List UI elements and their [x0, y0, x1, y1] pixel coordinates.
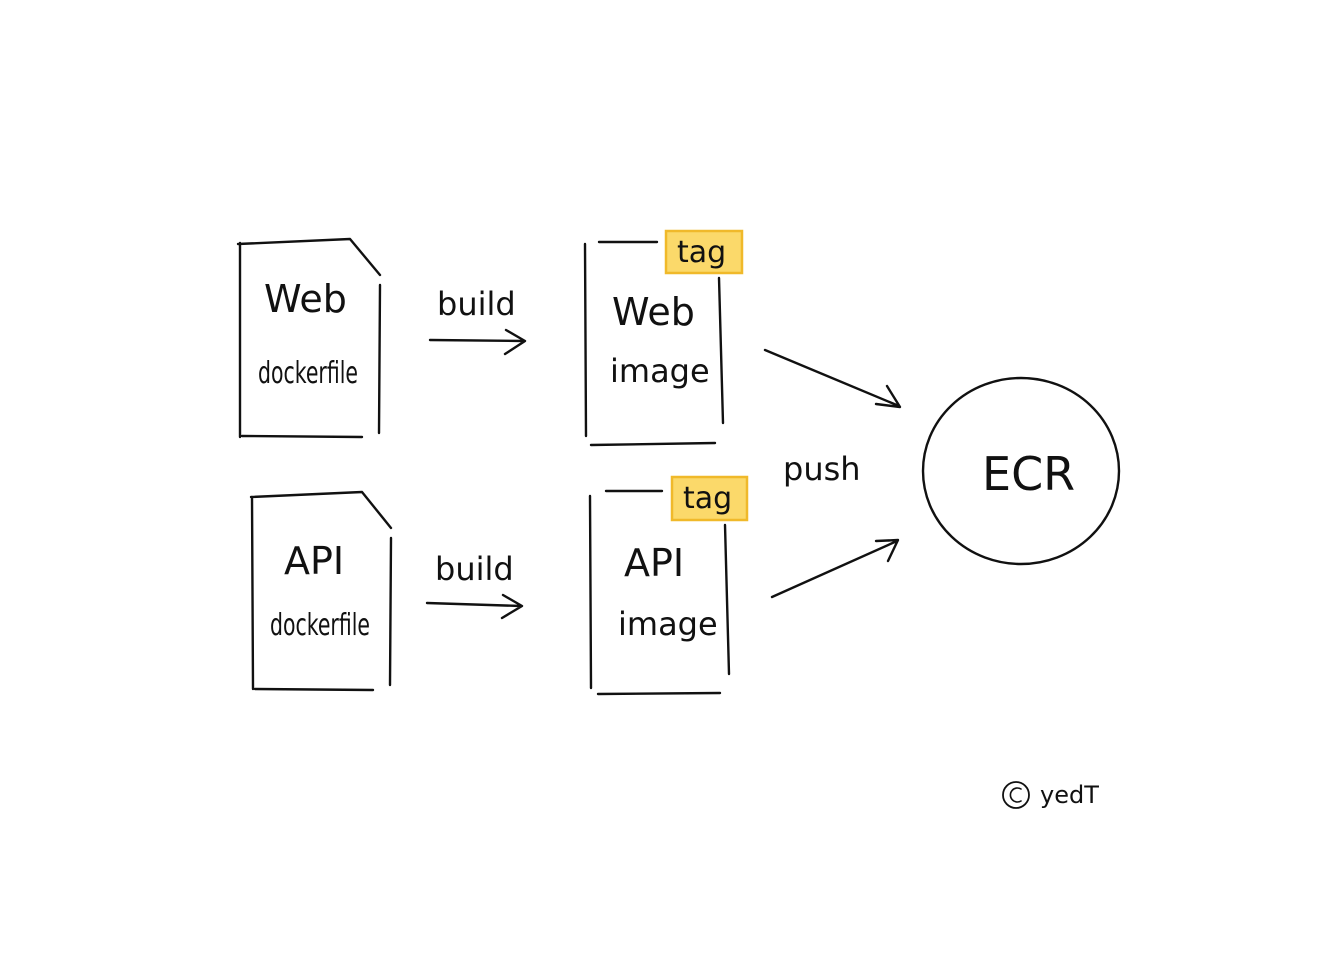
build-web-arrow [428, 328, 527, 356]
build-web-edge: build [428, 285, 527, 356]
api-dockerfile-node: API dockerfile [249, 490, 393, 692]
build-api-label: build [435, 550, 514, 588]
web-image-box [583, 240, 725, 447]
api-image-box [588, 489, 731, 696]
build-api-arrow [425, 593, 524, 620]
copyright-text: yedT [1040, 781, 1099, 809]
web-image-tag-label: tag [677, 235, 726, 270]
api-image-tag-badge [670, 475, 749, 522]
api-image-subtitle: image [618, 605, 718, 643]
build-api-edge: build [425, 550, 524, 620]
api-dockerfile-title: API [284, 539, 344, 583]
push-web-arrow [763, 348, 902, 409]
api-image-tag-label: tag [683, 481, 732, 516]
copyright-mark: yedT [1002, 781, 1099, 809]
api-dockerfile-document-icon [249, 490, 393, 692]
push-label: push [783, 450, 861, 488]
push-edge: push [763, 348, 902, 599]
ecr-node: ECR [921, 376, 1121, 566]
web-dockerfile-title: Web [264, 277, 347, 321]
web-image-node: tag Web image [583, 229, 744, 447]
build-web-label: build [437, 285, 516, 323]
web-image-subtitle: image [610, 352, 710, 390]
ecr-circle [921, 376, 1121, 566]
api-dockerfile-subtitle: dockerfile [270, 608, 370, 643]
copyright-icon-c [1009, 787, 1022, 803]
web-dockerfile-subtitle: dockerfile [258, 356, 358, 391]
ecr-label: ECR [982, 447, 1075, 501]
push-api-arrow [770, 538, 900, 599]
api-image-node: tag API image [588, 475, 749, 696]
api-image-title: API [624, 541, 684, 585]
web-dockerfile-node: Web dockerfile [236, 237, 382, 439]
web-dockerfile-document-icon [236, 237, 382, 439]
copyright-icon [1002, 781, 1030, 809]
web-image-tag-badge [664, 229, 744, 275]
web-image-title: Web [612, 290, 695, 334]
